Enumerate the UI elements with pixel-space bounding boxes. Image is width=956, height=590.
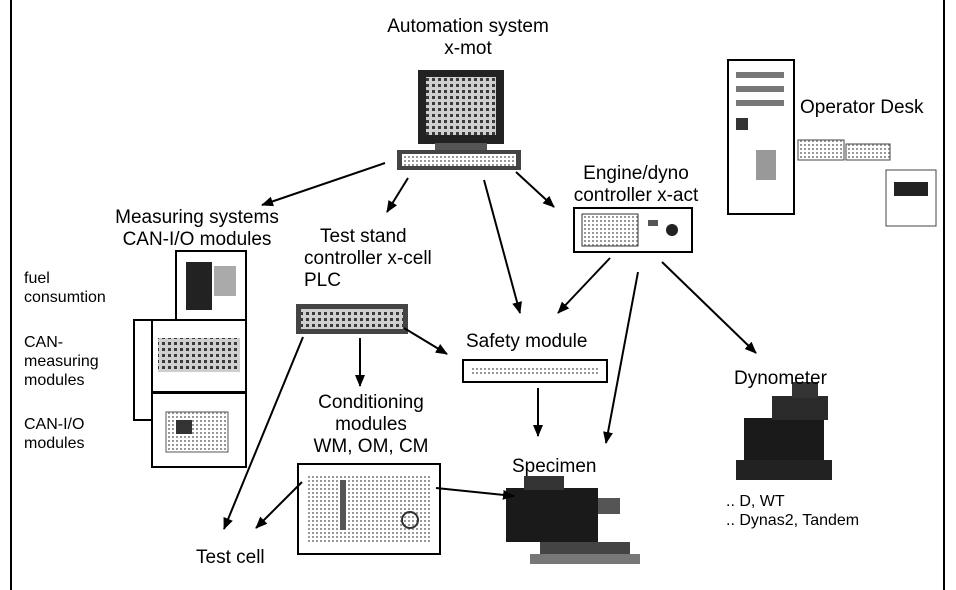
test-stand-line1: Test stand <box>320 226 407 247</box>
safety-module-image <box>462 359 608 383</box>
edge-automation-enginedyno <box>515 171 555 208</box>
dynometer-variant1: .. D, WT <box>726 493 785 510</box>
conditioning-modules-image <box>297 463 441 555</box>
test-stand-line3: PLC <box>304 270 341 291</box>
test-stand-line2: controller x-cell <box>304 248 432 269</box>
engine-dyno-line1: Engine/dyno <box>583 163 689 184</box>
measuring-item-can-measuring: CAN- measuring modules <box>24 333 99 390</box>
dynometer-text: Dynometer <box>734 368 827 389</box>
test-cell-label: Test cell <box>196 547 265 569</box>
engine-dyno-label: Engine/dyno controller x-act <box>556 163 716 207</box>
test-stand-label: Test stand controller x-cell PLC <box>304 226 432 292</box>
edge-enginedyno-specimen <box>603 271 639 444</box>
operator-desk-text: Operator Desk <box>800 97 924 118</box>
edge-conditioning-testcell <box>255 481 303 529</box>
automation-line2: x-mot <box>444 38 492 59</box>
measuring-item-canio-line1: CAN-I/O <box>24 416 85 433</box>
safety-module-text: Safety module <box>466 331 588 352</box>
measuring-item-can-line3: modules <box>24 372 85 389</box>
measuring-item-can-line2: measuring <box>24 353 99 370</box>
measuring-line1: Measuring systems <box>115 207 279 228</box>
measuring-item-can-io: CAN-I/O modules <box>24 415 84 453</box>
conditioning-modules-label: Conditioning modules WM, OM, CM <box>286 392 456 458</box>
operator-desk-label: Operator Desk <box>800 97 924 119</box>
edge-enginedyno-dynometer <box>661 261 757 354</box>
edge-plc-safety <box>403 327 448 355</box>
edge-conditioning-specimen <box>435 487 515 500</box>
edge-plc-testcell <box>223 336 304 530</box>
frame-left-border <box>10 0 12 590</box>
frame-right-border <box>943 0 945 590</box>
engine-dyno-line2: controller x-act <box>573 185 699 206</box>
conditioning-line1: Conditioning <box>318 392 424 413</box>
dynometer-image <box>736 382 832 480</box>
measuring-item-can-line1: CAN- <box>24 334 64 351</box>
automation-line1: Automation system <box>387 16 549 37</box>
automation-system-label: Automation system x-mot <box>368 16 568 60</box>
safety-module-label: Safety module <box>466 331 587 353</box>
measuring-line2: CAN-I/O modules <box>122 229 272 250</box>
specimen-label: Specimen <box>512 456 597 478</box>
test-cell-text: Test cell <box>196 547 265 568</box>
edge-enginedyno-safety <box>557 257 611 314</box>
conditioning-line3: WM, OM, CM <box>313 436 429 457</box>
measuring-systems-label: Measuring systems CAN-I/O modules <box>92 207 302 251</box>
specimen-engine-image <box>506 476 640 564</box>
measuring-item-fuel: fuel consumtion <box>24 269 106 307</box>
measuring-item-canio-line2: modules <box>24 435 85 452</box>
specimen-text: Specimen <box>512 456 597 477</box>
measuring-photos <box>151 250 247 468</box>
measuring-item-fuel-line1: fuel <box>24 270 50 287</box>
conditioning-line2: modules <box>335 414 407 435</box>
dynometer-label: Dynometer <box>734 368 827 390</box>
measuring-items-bracket <box>133 319 176 421</box>
edges <box>223 162 757 530</box>
engine-dyno-controller-image <box>573 207 693 253</box>
automation-computer-image <box>397 70 521 170</box>
plc-image <box>296 304 408 334</box>
edge-automation-measuring <box>261 162 386 207</box>
edge-automation-teststand <box>386 177 409 213</box>
dynometer-variant2: .. Dynas2, Tandem <box>726 512 860 529</box>
edge-automation-safety <box>483 179 522 314</box>
operator-desk-image <box>727 59 937 227</box>
dynometer-variants: .. D, WT .. Dynas2, Tandem <box>726 492 859 530</box>
measuring-item-fuel-line2: consumtion <box>24 289 106 306</box>
